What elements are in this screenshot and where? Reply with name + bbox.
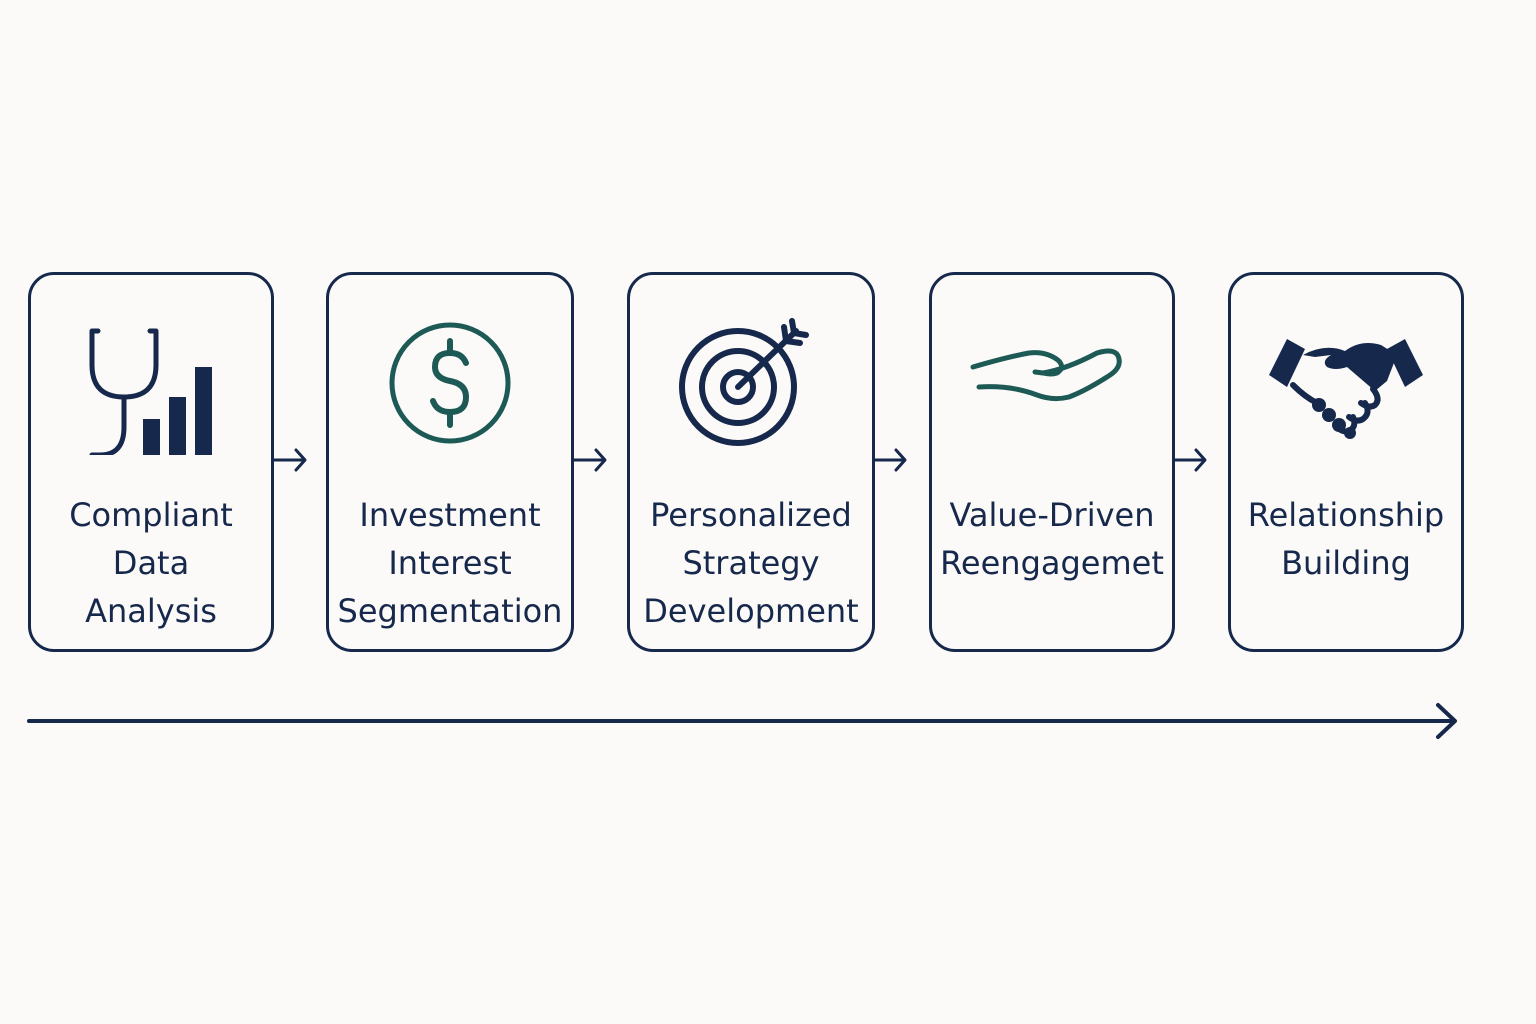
step-label: Value-Driven Reengagemet [940, 496, 1164, 582]
stethoscope-bar-chart-icon [31, 315, 271, 455]
target-arrow-icon [630, 315, 872, 455]
step-card-value-driven-reengagemet: Value-Driven Reengagemet [929, 272, 1175, 652]
connector-arrow [572, 448, 607, 472]
step-card-personalized-strategy-development: Personalized Strategy Development [627, 272, 875, 652]
step-card-compliant-data-analysis: Compliant Data Analysis [28, 272, 274, 652]
step-label: Investment Interest Segmentation [337, 496, 563, 630]
connector-arrow [872, 448, 907, 472]
step-label: Compliant Data Analysis [69, 496, 233, 630]
step-label: Personalized Strategy Development [643, 496, 859, 630]
step-card-investment-interest-segmentation: Investment Interest Segmentation [326, 272, 574, 652]
open-hand-icon [932, 315, 1172, 455]
connector-arrow [1172, 448, 1207, 472]
timeline-arrow [27, 703, 1457, 739]
dollar-coin-icon [329, 315, 571, 455]
connector-arrow [272, 448, 307, 472]
step-card-relationship-building: Relationship Building [1228, 272, 1464, 652]
handshake-icon [1231, 315, 1461, 455]
step-label: Relationship Building [1247, 496, 1445, 582]
